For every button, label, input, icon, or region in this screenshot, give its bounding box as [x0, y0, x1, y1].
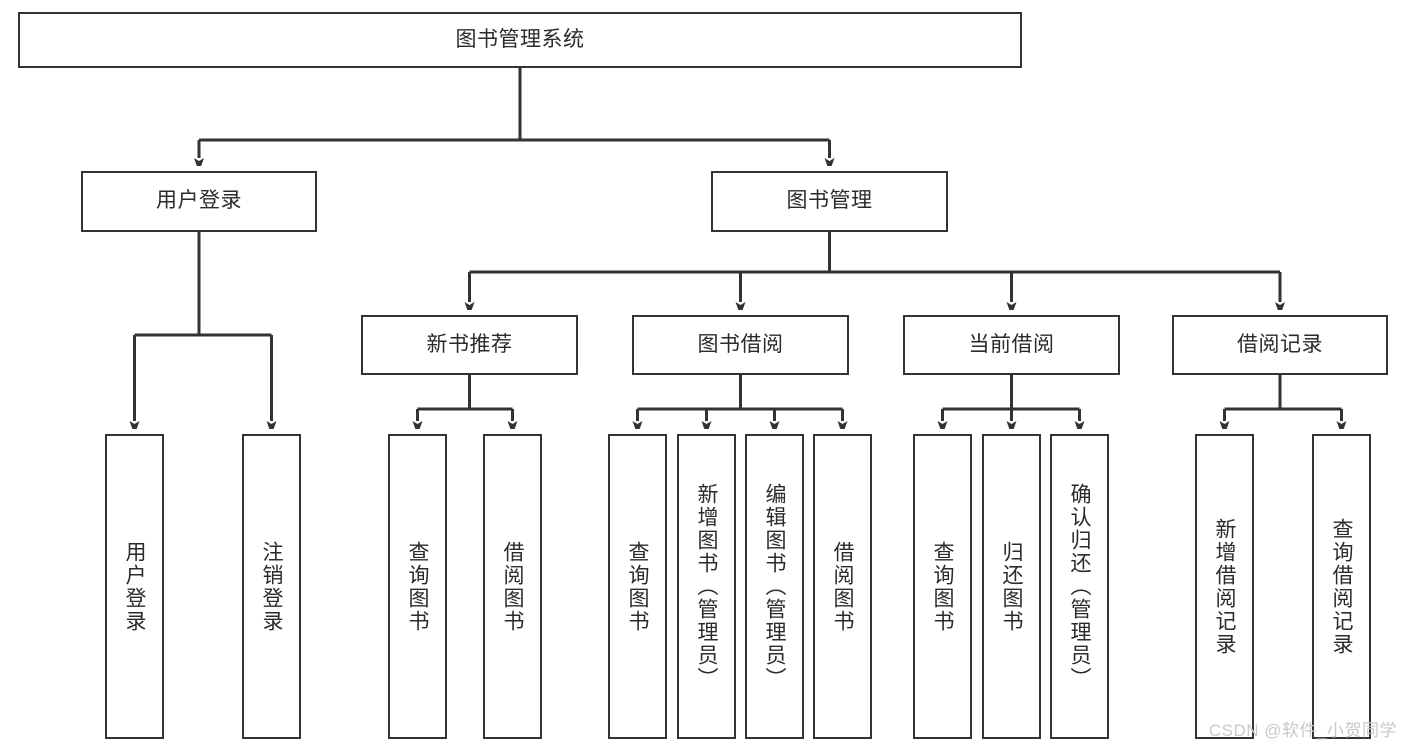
node-root[interactable]: 图书管理系统: [18, 12, 1022, 68]
node-label: 新书推荐: [426, 332, 513, 356]
node-label: 查询图书: [626, 540, 649, 633]
node-borrow[interactable]: 图书借阅: [632, 315, 849, 375]
node-leaf2[interactable]: 注销登录: [242, 434, 301, 739]
node-label: 查询图书: [931, 540, 954, 633]
node-label: 查询图书: [406, 540, 429, 633]
watermark-text: CSDN @软件_小贺同学: [1208, 721, 1397, 740]
node-label: 注销登录: [260, 540, 283, 633]
node-label: 当前借阅: [968, 332, 1055, 356]
node-label: 用户登录: [156, 189, 242, 213]
node-leaf10[interactable]: 归还图书: [982, 434, 1041, 739]
node-leaf5[interactable]: 查询图书: [608, 434, 667, 739]
node-leaf13[interactable]: 查询借阅记录: [1312, 434, 1371, 739]
node-leaf11[interactable]: 确认归还（管理员）: [1050, 434, 1109, 739]
node-label: 确认归还（管理员）: [1068, 483, 1091, 690]
node-label: 查询借阅记录: [1330, 517, 1353, 656]
node-label: 图书管理: [786, 189, 873, 213]
node-label: 借阅记录: [1237, 332, 1323, 356]
node-leaf4[interactable]: 借阅图书: [483, 434, 542, 739]
node-label: 借阅图书: [831, 540, 854, 633]
node-label: 用户登录: [123, 540, 146, 633]
node-leaf6[interactable]: 新增图书（管理员）: [677, 434, 736, 739]
node-label: 图书借阅: [697, 332, 784, 356]
node-login[interactable]: 用户登录: [81, 171, 317, 232]
node-leaf8[interactable]: 借阅图书: [813, 434, 872, 739]
node-leaf1[interactable]: 用户登录: [105, 434, 164, 739]
node-label: 归还图书: [1000, 540, 1023, 633]
node-leaf9[interactable]: 查询图书: [913, 434, 972, 739]
node-records[interactable]: 借阅记录: [1172, 315, 1388, 375]
node-newbook[interactable]: 新书推荐: [361, 315, 578, 375]
node-bookmgmt[interactable]: 图书管理: [711, 171, 948, 232]
node-leaf12[interactable]: 新增借阅记录: [1195, 434, 1254, 739]
node-leaf7[interactable]: 编辑图书（管理员）: [745, 434, 804, 739]
node-current[interactable]: 当前借阅: [903, 315, 1120, 375]
node-label: 借阅图书: [501, 540, 524, 633]
node-label: 新增借阅记录: [1213, 517, 1236, 656]
node-label: 新增图书（管理员）: [695, 483, 718, 690]
node-leaf3[interactable]: 查询图书: [388, 434, 447, 739]
node-label: 编辑图书（管理员）: [763, 483, 786, 690]
node-label: 图书管理系统: [455, 27, 585, 51]
